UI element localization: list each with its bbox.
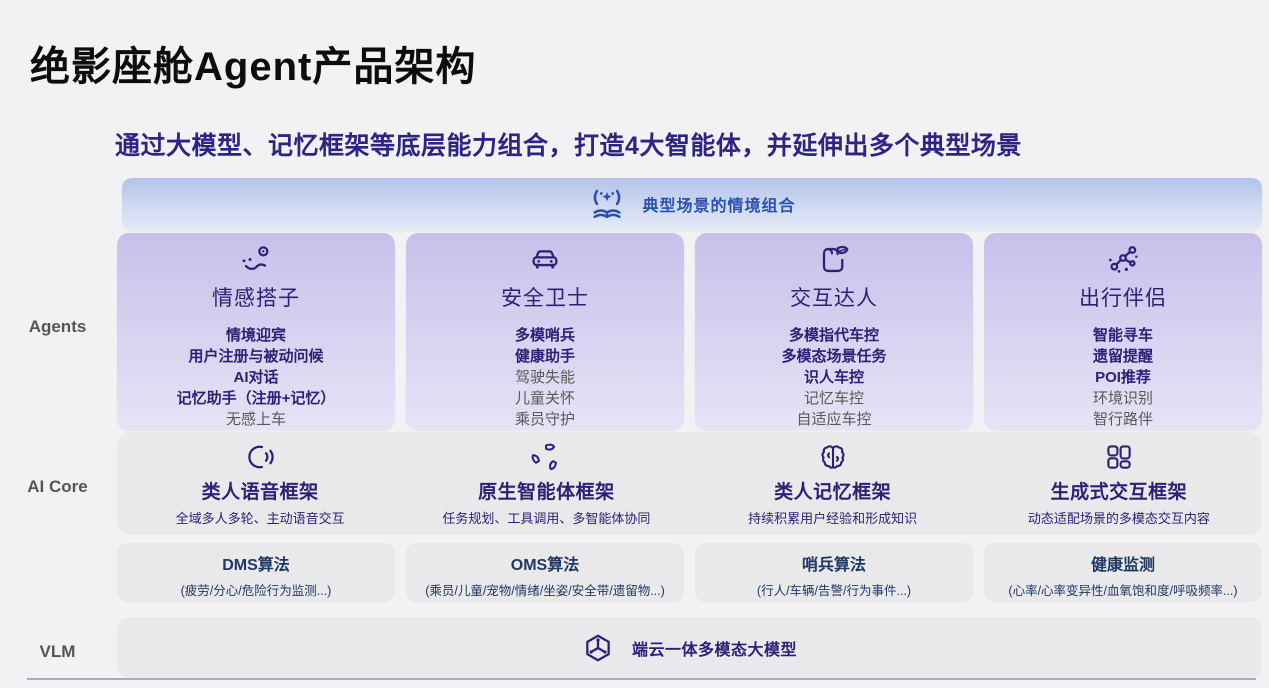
algo-desc: (乘员/儿童/宠物/情绪/坐姿/安全带/遗留物...): [425, 584, 665, 598]
speaking-head-icon: [117, 441, 403, 473]
row-label-vlm: VLM: [39, 642, 76, 661]
agent-card-title: 安全卫士: [501, 287, 589, 310]
agent-item: 无感上车: [225, 411, 286, 428]
network-dots-icon: [984, 243, 1262, 277]
agent-item: AI对话: [233, 369, 279, 386]
agent-item: 多模态场景任务: [781, 348, 887, 365]
agent-card-title: 出行伴侣: [1079, 287, 1167, 310]
ai-core-item-agent-framework: 原生智能体框架 任务规划、工具调用、多智能体协同: [403, 441, 689, 527]
ai-core-item-memory: 类人记忆框架 持续积累用户经验和形成知识: [690, 441, 976, 527]
ai-core-title: 类人语音框架: [201, 481, 319, 503]
agent-card-title: 交互达人: [790, 287, 878, 310]
algo-desc: (行人/车辆/告警/行为事件...): [756, 584, 912, 598]
agents-row: 情感搭子 情境迎宾 用户注册与被动问候 AI对话 记忆助手（注册+记忆） 无感上…: [117, 233, 1262, 430]
algo-desc: (疲劳/分心/危险行为监测...): [180, 584, 332, 598]
row-label-ai-core: AI Core: [27, 477, 88, 496]
scenario-banner: 典型场景的情境组合: [122, 178, 1262, 230]
agent-card-travel: 出行伴侣 智能寻车 遗留提醒 POI推荐 环境识别 智行路伴: [984, 233, 1262, 430]
agent-item: 识人车控: [803, 369, 864, 386]
agent-item: 驾驶失能: [514, 369, 575, 386]
agent-item: 健康助手: [514, 348, 575, 365]
algorithm-row: DMS算法 (疲劳/分心/危险行为监测...) OMS算法 (乘员/儿童/宠物/…: [117, 543, 1262, 602]
ai-core-title: 生成式交互框架: [1050, 481, 1188, 503]
agent-item: 多模指代车控: [788, 327, 879, 344]
agent-item: 多模哨兵: [514, 327, 575, 344]
agent-card-interaction: 交互达人 多模指代车控 多模态场景任务 识人车控 记忆车控 自适应车控: [695, 233, 973, 430]
agent-item: 记忆车控: [803, 390, 864, 407]
vlm-bar: 端云一体多模态大模型: [117, 617, 1262, 678]
scroll-leaf-icon: [695, 243, 973, 277]
ai-core-item-voice: 类人语音框架 全域多人多轮、主动语音交互: [117, 441, 403, 527]
agent-item: 遗留提醒: [1092, 348, 1153, 365]
agent-item: POI推荐: [1095, 369, 1151, 386]
agent-card-items: 多模指代车控 多模态场景任务 识人车控 记忆车控 自适应车控: [695, 325, 973, 430]
ai-core-title: 类人记忆框架: [774, 481, 892, 503]
agent-item: 用户注册与被动问候: [188, 348, 324, 365]
algo-card-sentry: 哨兵算法 (行人/车辆/告警/行为事件...): [695, 543, 973, 602]
page-title: 绝影座舱Agent产品架构: [30, 45, 477, 89]
algo-card-oms: OMS算法 (乘员/儿童/宠物/情绪/坐姿/安全带/遗留物...): [406, 543, 684, 602]
page-subtitle: 通过大模型、记忆框架等底层能力组合，打造4大智能体，并延伸出多个典型场景: [115, 132, 1022, 160]
algo-desc: (心率/心率变异性/血氧饱和度/呼吸频率...): [1008, 584, 1238, 598]
agent-item: 乘员守护: [514, 411, 575, 428]
scenario-banner-label: 典型场景的情境组合: [642, 198, 796, 215]
agent-item: 自适应车控: [796, 411, 872, 428]
cube-network-icon: [582, 632, 614, 664]
ai-core-desc: 动态适配场景的多模态交互内容: [1027, 510, 1210, 526]
algo-title: DMS算法: [222, 557, 290, 574]
agent-item: 情境迎宾: [225, 327, 286, 344]
agent-card-safety: 安全卫士 多模哨兵 健康助手 驾驶失能 儿童关怀 乘员守护: [406, 233, 684, 430]
agent-item: 环境识别: [1092, 390, 1153, 407]
vlm-label: 端云一体多模态大模型: [631, 641, 797, 659]
algo-title: 哨兵算法: [801, 557, 866, 574]
agent-card-emotion: 情感搭子 情境迎宾 用户注册与被动问候 AI对话 记忆助手（注册+记忆） 无感上…: [117, 233, 395, 430]
algo-card-health: 健康监测 (心率/心率变异性/血氧饱和度/呼吸频率...): [984, 543, 1262, 602]
agent-item: 智行路伴: [1092, 411, 1153, 428]
agent-item: 智能寻车: [1092, 327, 1153, 344]
ai-core-bar: 类人语音框架 全域多人多轮、主动语音交互 原生智能体框架 任务规划、工具调用、多…: [117, 432, 1262, 535]
ai-core-title: 原生智能体框架: [478, 481, 615, 503]
algo-card-dms: DMS算法 (疲劳/分心/危险行为监测...): [117, 543, 395, 602]
algo-title: 健康监测: [1090, 557, 1155, 574]
algo-title: OMS算法: [510, 557, 580, 574]
leaf-cycle-icon: [403, 441, 689, 473]
ai-core-desc: 持续积累用户经验和形成知识: [748, 510, 918, 526]
agent-card-items: 情境迎宾 用户注册与被动问候 AI对话 记忆助手（注册+记忆） 无感上车: [117, 325, 395, 430]
agent-card-items: 智能寻车 遗留提醒 POI推荐 环境识别 智行路伴: [984, 325, 1262, 430]
layout-blocks-icon: [976, 441, 1262, 473]
ai-core-desc: 全域多人多轮、主动语音交互: [175, 510, 345, 526]
agent-card-title: 情感搭子: [212, 287, 300, 310]
ai-core-desc: 任务规划、工具调用、多智能体协同: [442, 510, 651, 526]
footer-divider: [27, 678, 1256, 680]
row-label-agents: Agents: [28, 317, 87, 336]
car-icon: [406, 243, 684, 277]
ai-core-item-generative: 生成式交互框架 动态适配场景的多模态交互内容: [976, 441, 1262, 527]
agent-item: 记忆助手（注册+记忆）: [176, 390, 336, 407]
sparkle-hands-icon: [588, 187, 626, 221]
agent-card-items: 多模哨兵 健康助手 驾驶失能 儿童关怀 乘员守护: [406, 325, 684, 430]
route-pin-icon: [117, 243, 395, 277]
agent-item: 儿童关怀: [514, 390, 575, 407]
brain-icon: [690, 441, 976, 473]
